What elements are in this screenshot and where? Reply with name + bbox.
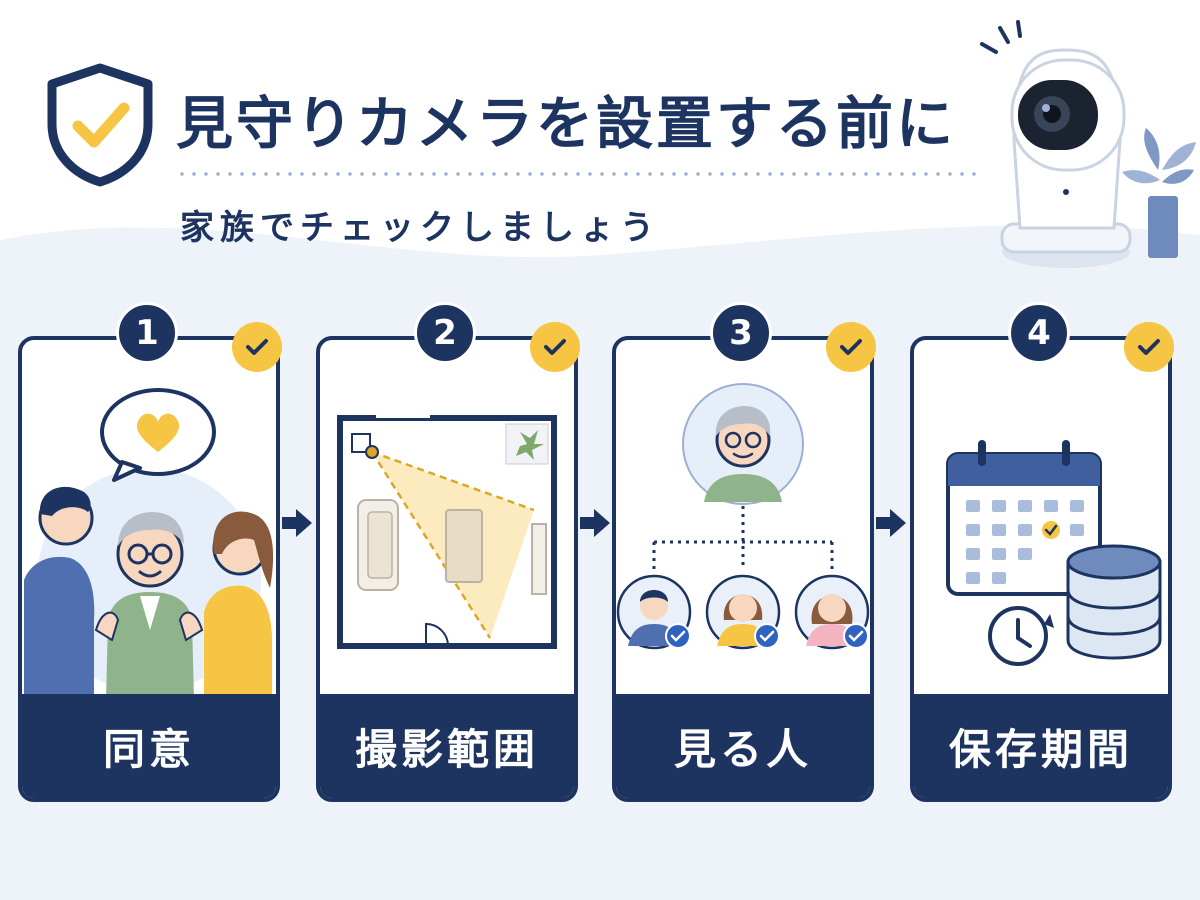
check-badge-2	[530, 322, 580, 372]
clock-icon	[988, 606, 1054, 666]
checkmark-icon	[544, 339, 566, 355]
heart-speech-bubble-icon	[100, 388, 216, 482]
step-number-1: 1	[116, 302, 178, 364]
step-label-2: 撮影範囲	[320, 694, 574, 798]
step-card-4: 保存期間	[910, 336, 1172, 802]
arrow-right-icon-2	[580, 509, 610, 537]
viewer-avatars	[616, 574, 870, 650]
check-badge-1	[232, 322, 282, 372]
step-label-3: 見る人	[616, 694, 870, 798]
calendar-icon	[946, 440, 1102, 596]
shield-check-icon	[47, 63, 153, 187]
page-title: 見守りカメラを設置する前に	[176, 91, 956, 157]
arrow-right-icon-3	[876, 509, 906, 537]
checkmark-icon	[840, 339, 862, 355]
checkmark-icon	[246, 339, 268, 355]
viewer-hierarchy-illustration	[616, 383, 870, 650]
check-badge-4	[1124, 322, 1174, 372]
step-number-4: 4	[1008, 302, 1070, 364]
header-wave	[0, 225, 1200, 320]
step-card-1: 同意	[18, 336, 280, 802]
step-number-2: 2	[414, 302, 476, 364]
security-camera-icon	[980, 20, 1196, 268]
dotted-divider	[176, 172, 976, 176]
database-icon	[1066, 544, 1162, 660]
step-number-3: 3	[710, 302, 772, 364]
family-consent-illustration	[24, 388, 274, 700]
checkmark-icon	[1138, 339, 1160, 355]
arrow-right-icon-1	[282, 509, 312, 537]
page-subtitle: 家族でチェックしましょう	[180, 208, 660, 248]
step-label-4: 保存期間	[914, 694, 1168, 798]
check-badge-3	[826, 322, 876, 372]
step-card-3: 見る人	[612, 336, 874, 802]
step-card-2: 撮影範囲	[316, 336, 578, 802]
room-floorplan-camera-view	[337, 414, 557, 649]
calendar-storage-clock	[946, 440, 1162, 666]
step-label-1: 同意	[22, 694, 276, 798]
plant-icon	[1122, 128, 1196, 258]
